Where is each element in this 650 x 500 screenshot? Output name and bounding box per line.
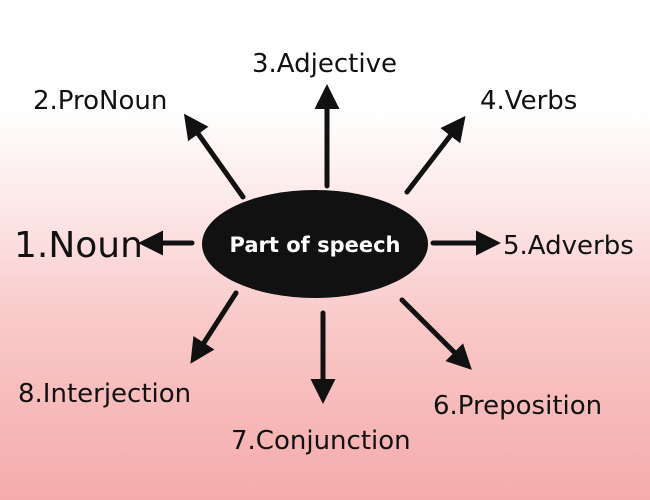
label-pronoun: 2.ProNoun [33, 86, 167, 116]
center-label: Part of speech [230, 233, 401, 257]
arrow-to-verbs [404, 115, 466, 195]
arrow-to-interjection [190, 290, 239, 364]
arrow-to-preposition [399, 297, 472, 370]
label-interjection: 8.Interjection [18, 379, 191, 409]
label-adverbs: 5.Adverbs [503, 231, 634, 261]
label-verbs: 4.Verbs [480, 86, 577, 116]
arrow-to-pronoun [183, 113, 246, 200]
label-conjunction: 7.Conjunction [231, 426, 411, 456]
label-preposition: 6.Preposition [433, 391, 602, 421]
label-adjective: 3.Adjective [252, 49, 397, 79]
center-node: Part of speech [202, 190, 428, 298]
label-noun: 1.Noun [14, 225, 143, 266]
center-ellipse [202, 190, 428, 298]
